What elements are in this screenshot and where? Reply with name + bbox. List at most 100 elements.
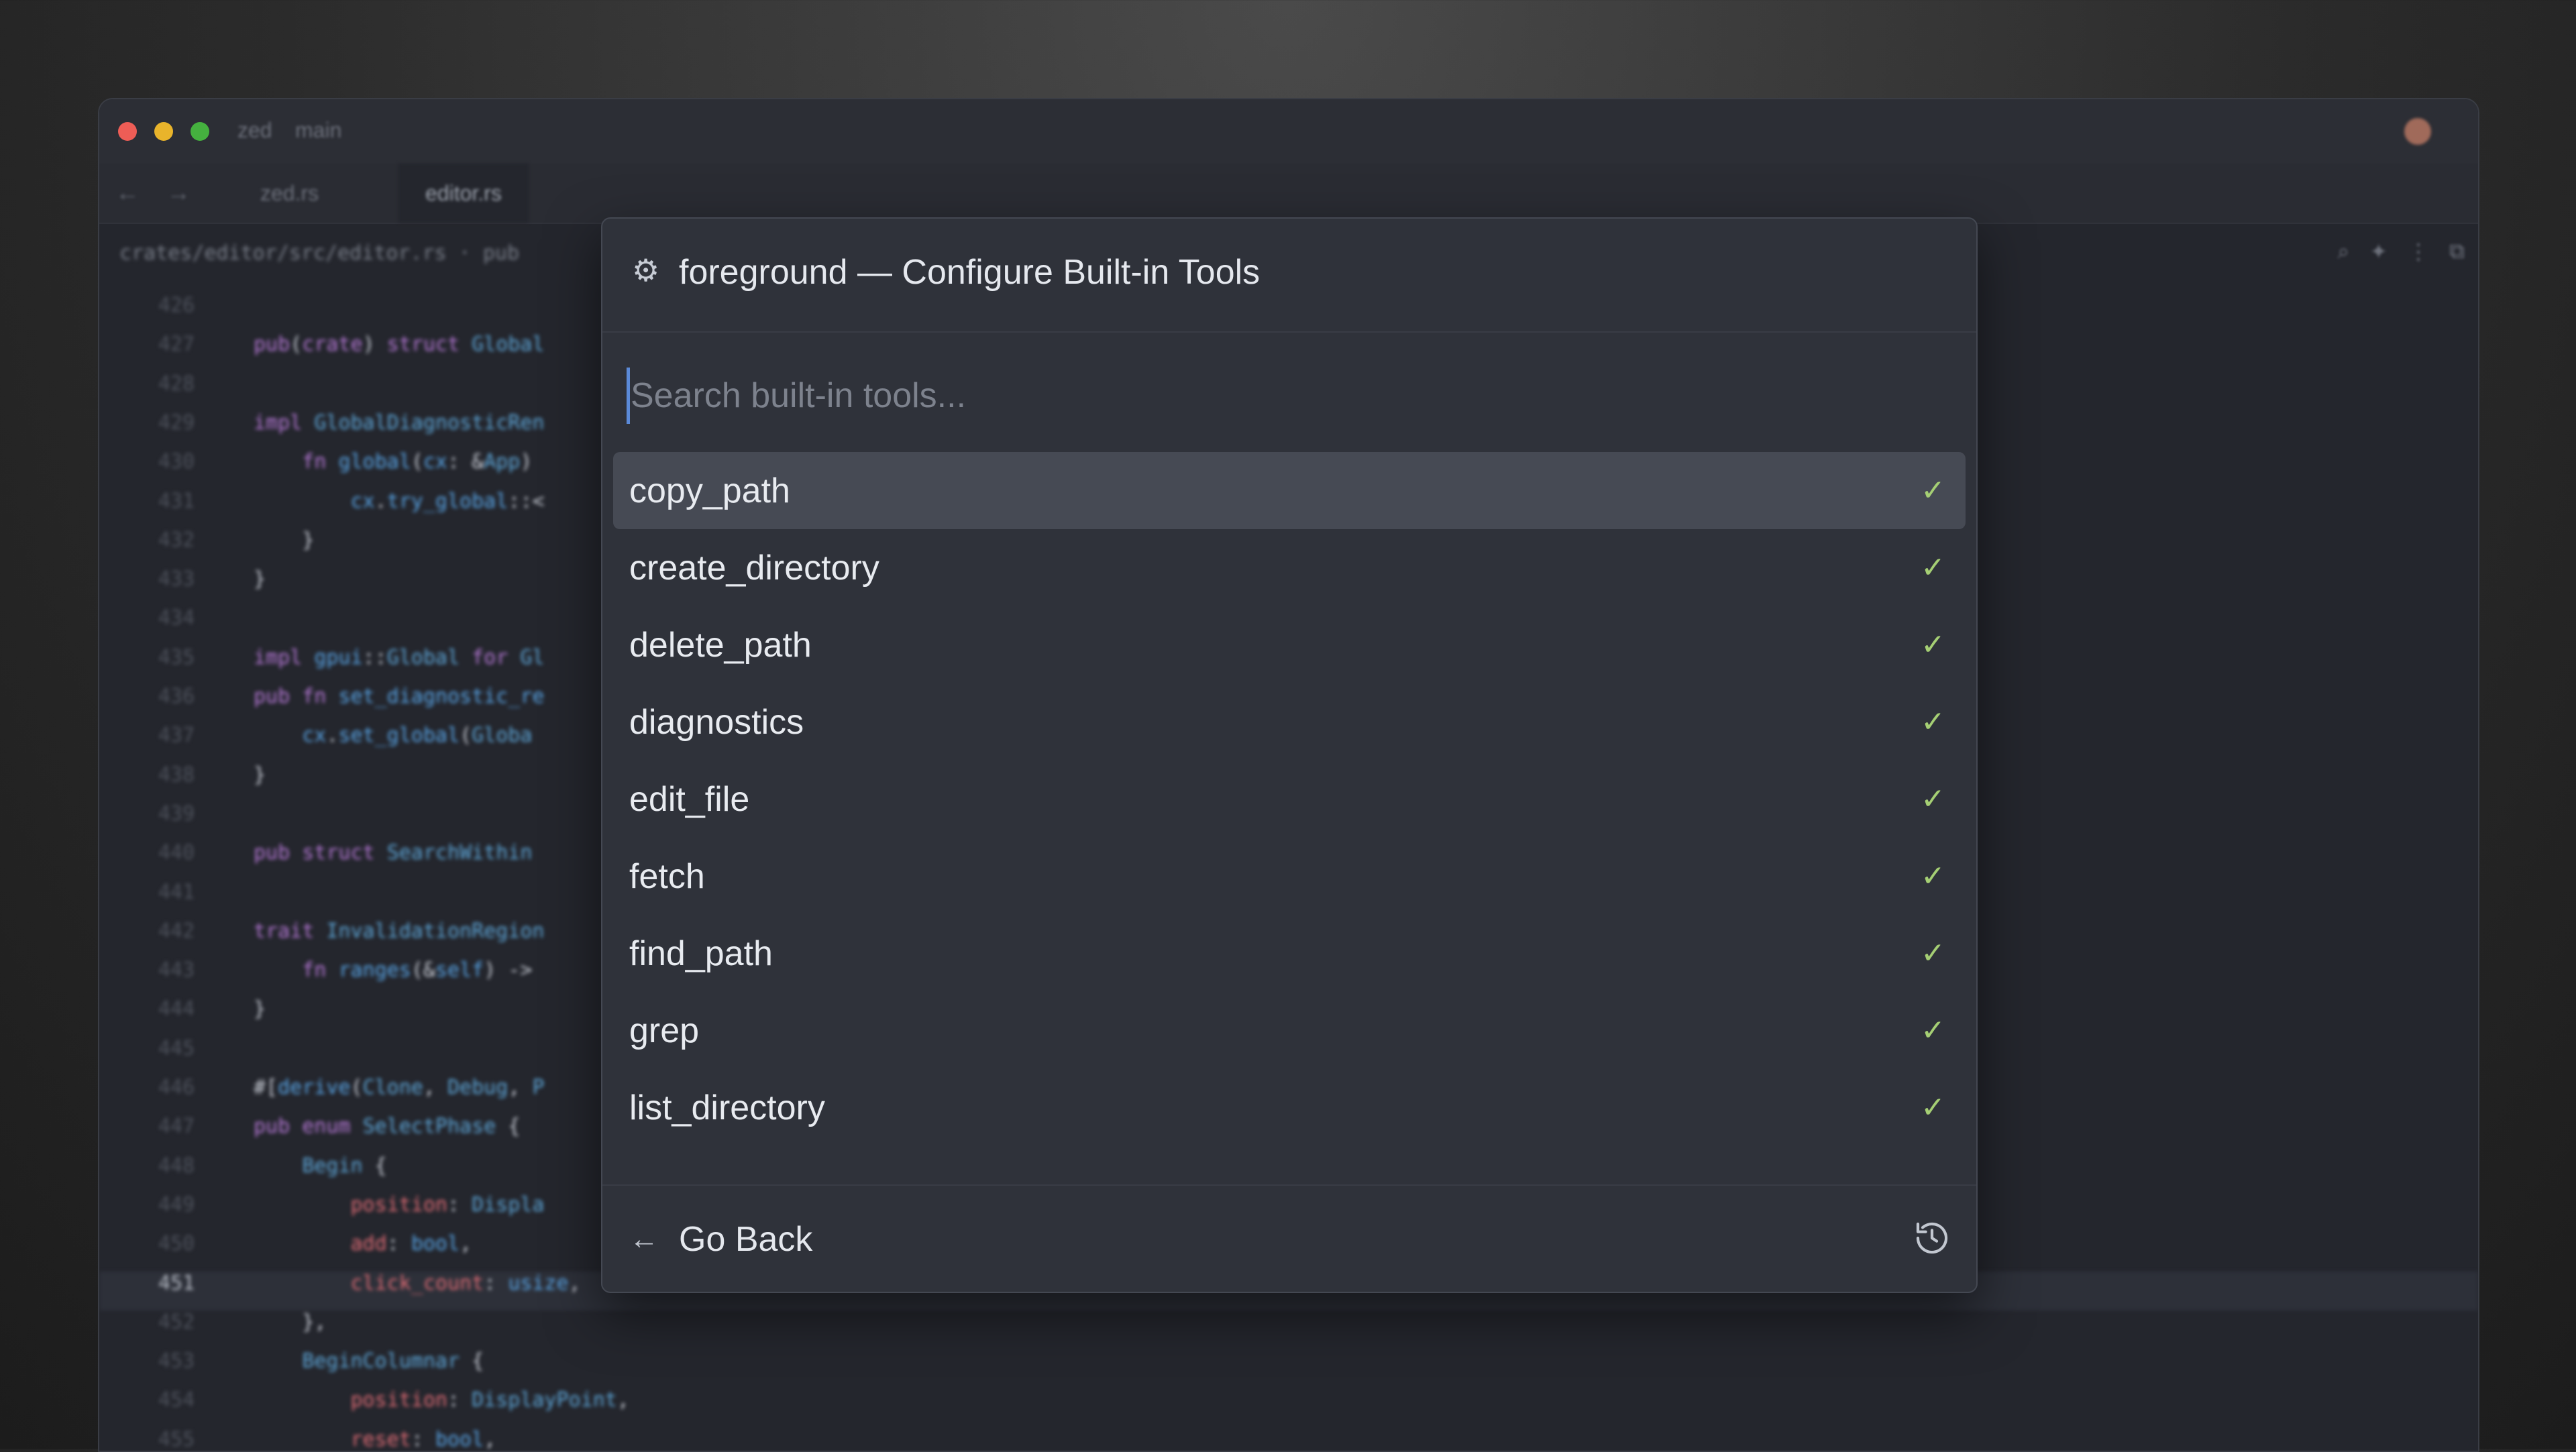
code-line[interactable]: 427 pub(crate) struct Global	[99, 333, 2478, 372]
line-number: 451	[158, 1271, 195, 1295]
line-number: 450	[158, 1232, 195, 1256]
code-line[interactable]: 426	[99, 294, 2478, 333]
configure-tools-modal: ⚙ foreground — Configure Built-in Tools …	[601, 217, 1978, 1293]
line-source: }	[254, 567, 266, 592]
check-icon: ✓	[1921, 706, 1945, 738]
line-source: cx.set_global(Globa	[302, 724, 533, 748]
sparkle-icon[interactable]: ✦	[2369, 239, 2388, 264]
line-number: 436	[158, 685, 195, 708]
line-source: reset: bool,	[350, 1427, 496, 1451]
line-number: 432	[158, 528, 195, 552]
line-source: fn ranges(&self) ->	[302, 958, 533, 983]
code-line[interactable]: 438}	[99, 763, 2478, 802]
list-item[interactable]: grep ✓	[613, 992, 1966, 1069]
list-item[interactable]: diagnostics ✓	[613, 683, 1966, 761]
check-icon: ✓	[1921, 1091, 1945, 1124]
list-item[interactable]: edit_file ✓	[613, 761, 1966, 838]
line-number: 453	[158, 1349, 195, 1374]
line-source: #[derive(Clone, Debug, P	[254, 1076, 545, 1099]
line-number: 441	[158, 880, 195, 904]
tab-label: editor.rs	[425, 180, 502, 205]
line-source: position: Displa	[350, 1192, 545, 1217]
search-bar	[602, 333, 1976, 440]
line-number: 442	[158, 919, 195, 943]
list-item[interactable]: delete_path ✓	[613, 606, 1966, 683]
code-line[interactable]: 433}	[99, 567, 2478, 606]
code-line[interactable]: 449 position: Displa	[99, 1193, 2478, 1232]
code-line[interactable]: 430 fn global(cx: &App)	[99, 450, 2478, 489]
list-item[interactable]: create_directory ✓	[613, 529, 1966, 606]
line-number: 426	[158, 294, 195, 317]
code-line[interactable]: 428	[99, 372, 2478, 411]
code-line[interactable]: 437 cx.set_global(Globa	[99, 724, 2478, 763]
code-line[interactable]: 450 add: bool,	[99, 1232, 2478, 1271]
project-name[interactable]: zed	[237, 118, 272, 142]
code-line[interactable]: 439	[99, 802, 2478, 841]
avatar[interactable]	[2404, 118, 2431, 145]
line-number: 429	[158, 410, 195, 435]
line-number: 433	[158, 567, 195, 592]
code-line[interactable]: 443 fn ranges(&self) ->	[99, 958, 2478, 997]
list-item[interactable]: fetch ✓	[613, 838, 1966, 915]
line-number: 446	[158, 1076, 195, 1099]
branch-name[interactable]: main	[295, 118, 342, 142]
line-number: 455	[158, 1427, 195, 1451]
minimize-window-button[interactable]	[154, 122, 173, 141]
go-back-button[interactable]: ← Go Back	[629, 1215, 812, 1264]
line-number: 427	[158, 333, 195, 357]
forward-arrow-icon[interactable]: →	[166, 178, 191, 206]
code-line[interactable]: 455 reset: bool,	[99, 1427, 2478, 1451]
more-icon[interactable]: ⋮	[2408, 239, 2430, 264]
code-line[interactable]: 452 },	[99, 1310, 2478, 1349]
code-line[interactable]: 434	[99, 606, 2478, 645]
tool-label: diagnostics	[629, 703, 804, 742]
check-icon: ✓	[1921, 551, 1945, 584]
tool-label: list_directory	[629, 1088, 825, 1127]
code-line[interactable]: 441	[99, 881, 2478, 919]
line-number: 430	[158, 450, 195, 474]
line-source: fn global(cx: &App)	[302, 450, 533, 474]
line-source: pub(crate) struct Global	[254, 333, 545, 357]
code-line[interactable]: 453 BeginColumnar {	[99, 1349, 2478, 1388]
maximize-window-button[interactable]	[191, 122, 209, 141]
split-icon[interactable]: ⧉	[2449, 239, 2465, 263]
tab-zed-rs[interactable]: zed.rs	[233, 164, 345, 223]
line-number: 439	[158, 801, 195, 826]
list-item[interactable]: find_path ✓	[613, 915, 1966, 992]
breadcrumb[interactable]: crates/editor/src/editor.rs · pub	[119, 241, 520, 265]
search-input[interactable]	[627, 368, 1945, 424]
list-item[interactable]: list_directory ✓	[613, 1069, 1966, 1146]
line-source: BeginColumnar {	[302, 1349, 484, 1374]
history-icon	[1916, 1222, 1948, 1254]
code-line[interactable]: 445	[99, 1037, 2478, 1076]
modal-header: ⚙ foreground — Configure Built-in Tools	[602, 219, 1976, 333]
reset-button[interactable]	[1913, 1219, 1951, 1257]
code-line[interactable]: 446 #[derive(Clone, Debug, P	[99, 1076, 2478, 1115]
check-icon: ✓	[1921, 1014, 1945, 1047]
code-line[interactable]: 448 Begin {	[99, 1154, 2478, 1193]
list-item[interactable]: copy_path ✓	[613, 452, 1966, 529]
tab-editor-rs[interactable]: editor.rs	[398, 164, 529, 223]
line-number: 445	[158, 1036, 195, 1060]
back-arrow-icon[interactable]: ←	[115, 178, 140, 206]
code-line[interactable]: 454 position: DisplayPoint,	[99, 1388, 2478, 1427]
check-icon: ✓	[1921, 474, 1945, 507]
line-source: impl gpui::Global for Gl	[254, 645, 545, 669]
line-number: 444	[158, 997, 195, 1021]
gear-icon: ⚙	[632, 253, 660, 288]
close-window-button[interactable]	[118, 122, 137, 141]
line-source: position: DisplayPoint,	[350, 1388, 629, 1412]
code-line[interactable]: 431 cx.try_global::<	[99, 490, 2478, 528]
line-source: }	[254, 997, 266, 1021]
code-line[interactable]: 432 }	[99, 528, 2478, 567]
editor-toolbar: ⌕ ✦ ⋮ ⧉	[2337, 239, 2465, 264]
search-icon[interactable]: ⌕	[2337, 239, 2350, 263]
code-line[interactable]: 444}	[99, 997, 2478, 1036]
